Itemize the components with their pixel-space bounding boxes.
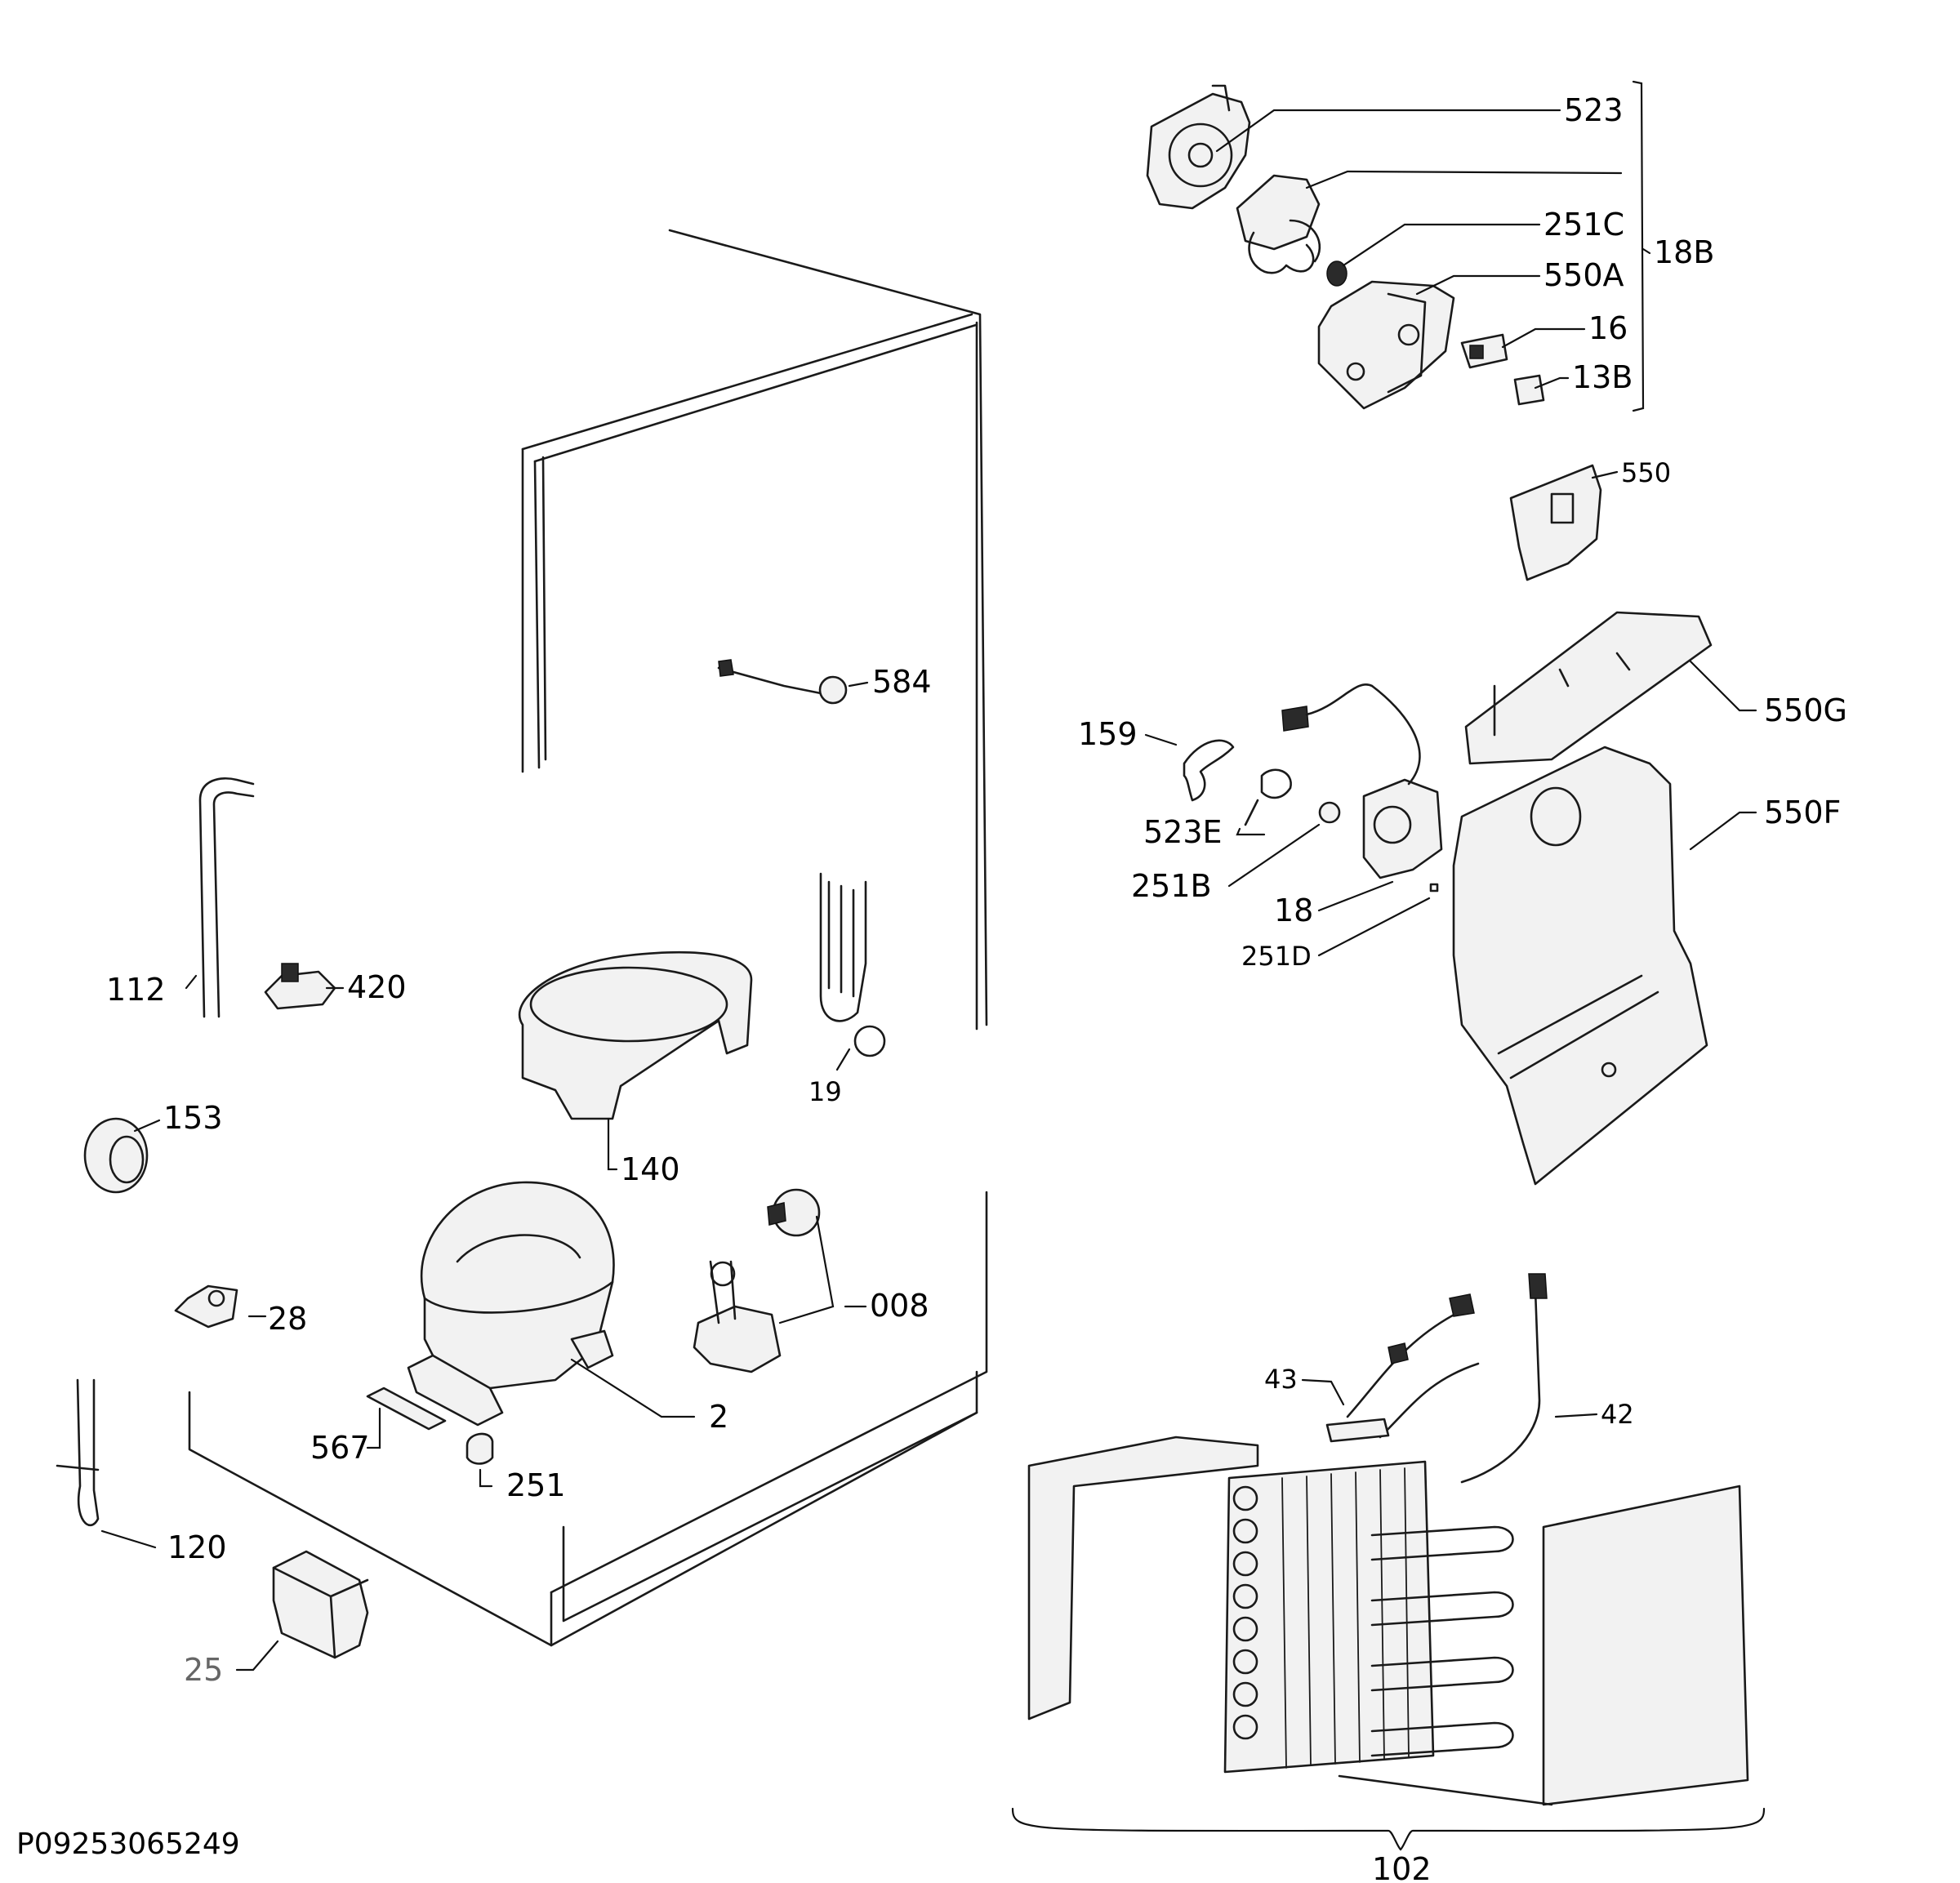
box-25 bbox=[272, 1550, 369, 1659]
label-523e: 523E bbox=[1143, 814, 1223, 850]
label-567: 567 bbox=[310, 1430, 370, 1466]
grommet-251 bbox=[466, 1432, 494, 1465]
bracket-28 bbox=[174, 1284, 238, 1329]
fan-blade-159 bbox=[1183, 739, 1235, 802]
fan-housing-523 bbox=[1146, 84, 1251, 210]
label-102: 102 bbox=[1372, 1851, 1432, 1883]
label-584: 584 bbox=[872, 664, 932, 700]
label-159: 159 bbox=[1078, 716, 1138, 752]
label-42: 42 bbox=[1601, 1399, 1634, 1430]
cabinet-outline bbox=[188, 229, 988, 1647]
label-420: 420 bbox=[347, 969, 407, 1005]
label-112: 112 bbox=[106, 972, 166, 1008]
grommet-251c bbox=[1326, 260, 1348, 287]
duct-top-550g bbox=[1464, 611, 1713, 765]
relay-008 bbox=[693, 1188, 821, 1373]
compressor-2 bbox=[407, 1181, 615, 1427]
evaporator-fins bbox=[1281, 1467, 1410, 1769]
drain-tube-112 bbox=[198, 777, 255, 1018]
label-28: 28 bbox=[268, 1301, 307, 1337]
fan-motor-top bbox=[1236, 174, 1321, 274]
label-523: 523 bbox=[1564, 92, 1624, 128]
label-550: 550 bbox=[1621, 457, 1671, 488]
part-labels: 523 251C 18B 550A 16 13B 550 584 550G 15… bbox=[106, 92, 1847, 1883]
label-19: 19 bbox=[808, 1076, 842, 1107]
label-13b: 13B bbox=[1572, 359, 1633, 395]
evaporator-102 bbox=[1027, 1273, 1749, 1806]
clip-420 bbox=[264, 963, 336, 1010]
label-140: 140 bbox=[621, 1151, 680, 1187]
label-43: 43 bbox=[1264, 1364, 1298, 1395]
duct-back-550f bbox=[1452, 746, 1708, 1186]
screw-251d bbox=[1429, 883, 1439, 893]
plate-567 bbox=[366, 1387, 447, 1431]
label-18: 18 bbox=[1274, 893, 1313, 928]
sensor-584 bbox=[717, 659, 848, 705]
cap-13b bbox=[1513, 374, 1545, 406]
diagram-code: P09253065249 bbox=[16, 1827, 240, 1861]
label-008: 008 bbox=[870, 1288, 929, 1324]
washer-251b bbox=[1318, 801, 1341, 824]
switch-16 bbox=[1460, 333, 1508, 369]
label-251c: 251C bbox=[1544, 207, 1624, 243]
evaporator-coils bbox=[1338, 1525, 1553, 1806]
label-251d: 251D bbox=[1241, 941, 1312, 972]
label-550f: 550F bbox=[1764, 795, 1841, 830]
label-550g: 550G bbox=[1764, 692, 1847, 728]
compressor-tray-140 bbox=[518, 951, 753, 1120]
label-16: 16 bbox=[1588, 310, 1628, 346]
cover-550 bbox=[1509, 464, 1602, 581]
wire-harness bbox=[1325, 1273, 1548, 1484]
label-2: 2 bbox=[709, 1399, 728, 1435]
label-251b: 251B bbox=[1131, 868, 1212, 904]
fan-motor-18 bbox=[1281, 683, 1443, 879]
label-25: 25 bbox=[184, 1652, 223, 1688]
label-120: 120 bbox=[167, 1529, 227, 1565]
leader-lines bbox=[100, 80, 1766, 1851]
fan-cover-550a bbox=[1317, 280, 1455, 410]
evaporator-tube-ends bbox=[1232, 1485, 1258, 1740]
grommet-153 bbox=[83, 1117, 149, 1194]
bracket-523e bbox=[1244, 768, 1292, 826]
capillary-120 bbox=[56, 1378, 100, 1527]
label-18b: 18B bbox=[1654, 234, 1714, 270]
label-153: 153 bbox=[163, 1100, 223, 1136]
heater-19 bbox=[819, 872, 886, 1057]
label-550a: 550A bbox=[1544, 257, 1624, 293]
label-251: 251 bbox=[506, 1467, 566, 1503]
